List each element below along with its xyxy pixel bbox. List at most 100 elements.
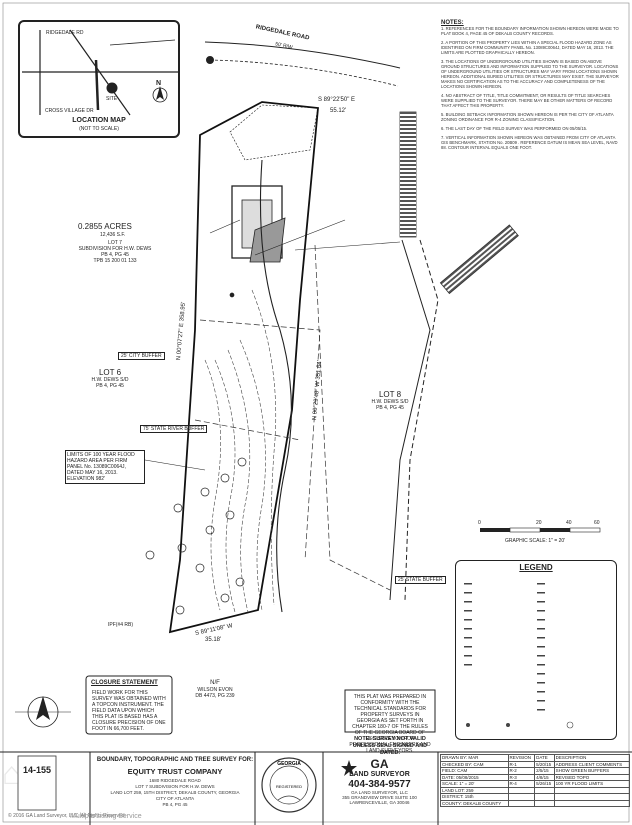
notes-block: NOTES: 1. REFERENCES FOR THE BOUNDARY IN…: [441, 20, 621, 154]
svg-text:REGISTERED: REGISTERED: [276, 784, 302, 789]
table-cell: SHOW GREEN BUFFERS: [553, 767, 631, 775]
note-item: 5. BUILDING SETBACK INFORMATION SHOWN HE…: [441, 112, 614, 122]
table-cell: R-3: [507, 773, 536, 781]
validity-notice: NOTE: SURVEY NOT VALID UNLESS SEAL SIGNE…: [352, 736, 428, 756]
table-cell: LAND LOT: 259: [440, 786, 509, 794]
project-id: 14-155: [22, 765, 52, 775]
location-map-road-label: RIDGEDALE RD: [46, 30, 84, 36]
graphic-scale: [480, 527, 601, 533]
note-item: 1. REFERENCES FOR THE BOUNDARY INFORMATI…: [441, 26, 619, 36]
firm-phone: 404-384-9577: [348, 779, 411, 790]
lot8-boundary: [389, 239, 439, 601]
table-cell: [553, 799, 631, 807]
distance-bottom: 35.18': [205, 637, 222, 643]
ipf-label: IPF(#4 RB): [108, 622, 134, 628]
note-item: 7. VERTICAL INFORMATION SHOWN HEREON WAS…: [441, 135, 618, 150]
svg-text:GEORGIA: GEORGIA: [277, 761, 301, 767]
certification-text: THIS PLAT WAS PREPARED IN CONFORMITY WIT…: [349, 694, 431, 754]
bearing-top: S 89°22'50" E: [318, 97, 356, 103]
scale-tick: 0: [478, 520, 481, 526]
table-cell: DRAWN BY: MAR: [440, 754, 509, 762]
table-row: COUNTY: DEKALB COUNTY: [440, 799, 631, 807]
acreage-label: 0.2855 ACRES: [78, 222, 132, 231]
table-cell: [534, 799, 555, 807]
table-cell: FIELD: CAM: [440, 767, 509, 775]
scale-tick: 60: [594, 520, 600, 526]
location-map-subtitle: (NOT TO SCALE): [79, 126, 119, 132]
table-cell: ADDRESS CLIENT COMMENTS: [553, 760, 631, 768]
location-map-road-label: CROSS VILLAGE DR: [45, 108, 94, 114]
star-logo: [341, 760, 357, 776]
client-name: EQUITY TRUST COMPANY: [127, 767, 223, 776]
contour-lines: [204, 289, 277, 613]
firm-block: GA LAND SURVEYOR 404-384-9577 GA LAND SU…: [327, 757, 432, 805]
table-cell: CHECKED BY: CAM: [440, 760, 509, 768]
closure-text: FIELD WORK FOR THIS SURVEY WAS OBTAINED …: [92, 690, 166, 732]
table-cell: [507, 793, 536, 801]
table-cell: DISTRICT: 15th: [440, 793, 509, 801]
scale-label: GRAPHIC SCALE: 1" = 20': [505, 538, 566, 544]
lot7-label: LOT 7 SUBDIVISION FOR H.W. DEWS PB 4, PG…: [78, 240, 152, 264]
table-cell: SCALE: 1" = 20': [440, 780, 509, 788]
compass-icon: [15, 696, 71, 728]
scale-tick: 20: [536, 520, 542, 526]
creek-line: [259, 159, 292, 613]
mls-watermark-text: Multiple Listing Service: [70, 813, 142, 820]
closure-title: CLOSURE STATEMENT: [91, 680, 158, 686]
buffer-lines: [194, 244, 391, 591]
table-cell: DATE: 05/08/2015: [440, 773, 509, 781]
location-map-site-label: SITE: [106, 96, 118, 102]
legend-symbols: [464, 583, 574, 729]
distance-top: 55.12': [330, 108, 347, 114]
property-boundary: [168, 101, 319, 634]
scale-tick: 40: [566, 520, 572, 526]
survey-title-block: BOUNDARY, TOPOGRAPHIC AND TREE SURVEY FO…: [96, 757, 254, 807]
copyright-text: © 2016 GA Land Surveyor, LLC. All Rights…: [8, 813, 126, 819]
survey-title: BOUNDARY, TOPOGRAPHIC AND TREE SURVEY FO…: [96, 757, 254, 763]
table-cell: R-2: [507, 767, 536, 775]
mls-watermark: ⌂: [2, 755, 23, 791]
nf-owner-label: N/F WILSON EVON DB 4473, PG 239: [195, 680, 235, 699]
road-ridgedale: [204, 41, 401, 87]
note-item: 2. A PORTION OF THIS PROPERTY LIES WITHI…: [441, 40, 614, 55]
area-label: 12,436 S.F.: [100, 232, 126, 238]
table-cell: REVISED TOPO: [553, 773, 631, 781]
table-cell: [507, 786, 536, 794]
buffer-label: 25' CITY BUFFER: [118, 352, 165, 360]
table-cell: DESCRIPTION: [553, 754, 631, 762]
flood-note: LIMITS OF 100 YEAR FLOOD HAZARD AREA PER…: [65, 450, 145, 484]
table-cell: R-1: [507, 760, 536, 768]
notes-title: NOTES:: [441, 20, 464, 26]
legend-title: LEGEND: [519, 563, 553, 572]
table-cell: 100 YR FLOOD LIMITS: [553, 780, 631, 788]
buffer-label: 25' STATE BUFFER: [395, 576, 446, 584]
location-map-frame: [18, 20, 180, 138]
table-cell: [553, 793, 631, 801]
buffer-label: 75' STATE RIVER BUFFER: [140, 425, 208, 433]
table-cell: REVISION: [507, 754, 536, 762]
legend-frame: [455, 560, 617, 740]
hatched-wall: [399, 111, 519, 295]
table-cell: [507, 799, 536, 807]
tree-symbols: [145, 292, 247, 615]
table-cell: [553, 786, 631, 794]
note-item: 6. THE LAST DAY OF THE FIELD SURVEY WAS …: [441, 126, 588, 131]
location-map-title: LOCATION MAP: [72, 117, 126, 124]
north-arrow-icon: [152, 86, 168, 103]
lot8-label: LOT 8 H.W. DEWS S/D PB 4, PG 45: [371, 390, 409, 411]
table-row: DISTRICT: 15th: [440, 793, 631, 801]
location-map-lines: [22, 29, 178, 116]
surveyor-seal: GEORGIA REGISTERED: [261, 757, 317, 813]
note-item: 3. THE LOCATIONS OF UNDERGROUND UTILITIE…: [441, 59, 619, 89]
table-cell: COUNTY: DEKALB COUNTY: [440, 799, 509, 807]
house-footprint: [231, 185, 286, 263]
north-label: N: [156, 80, 162, 87]
table-cell: R-4: [507, 780, 536, 788]
